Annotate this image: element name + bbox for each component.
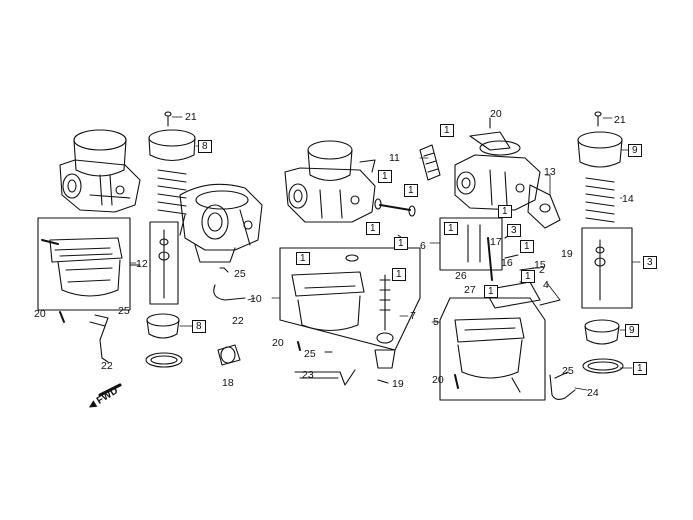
boxed-callout-9-top: 9	[628, 144, 642, 157]
callout-25-right: 25	[562, 365, 574, 377]
callout-2: 2	[539, 264, 545, 276]
callout-25-center: 25	[304, 348, 316, 360]
boxed-callout-1-center-f: 1	[392, 268, 406, 281]
callout-13: 13	[544, 166, 556, 178]
right-vacuum-piston	[577, 111, 633, 374]
callout-22-left-a: 22	[232, 315, 244, 327]
left-vacuum-piston	[145, 111, 196, 368]
callout-26: 26	[455, 270, 467, 282]
center-float-bowl	[279, 247, 421, 369]
boxed-callout-1-center-e: 1	[296, 252, 310, 265]
boxed-callout-3-center: 3	[507, 224, 521, 237]
callout-17: 17	[490, 236, 502, 248]
callout-5: 5	[433, 316, 439, 328]
callout-21-left: 21	[185, 111, 197, 123]
callout-18: 18	[222, 377, 234, 389]
boxed-callout-1-right-d: 1	[484, 285, 498, 298]
callout-21-right: 21	[614, 114, 626, 126]
left-carburetor-body	[59, 129, 263, 263]
center-carburetor-body	[284, 140, 376, 223]
callout-19-center: 19	[392, 378, 404, 390]
callout-19-right: 19	[561, 248, 573, 260]
center-small-parts	[294, 341, 389, 386]
boxed-callout-1-center-a: 1	[378, 170, 392, 183]
callout-22-left-b: 22	[101, 360, 113, 372]
right-float-bowl	[439, 281, 561, 401]
left-float-bowl	[37, 217, 141, 311]
callout-23: 23	[302, 369, 314, 381]
callout-27: 27	[464, 284, 476, 296]
right-carburetor-body	[454, 117, 561, 229]
callout-25-left-a: 25	[234, 268, 246, 280]
callout-14: 14	[622, 193, 634, 205]
callout-20-center: 20	[272, 337, 284, 349]
boxed-callout-1-center-c: 1	[366, 222, 380, 235]
callout-24: 24	[587, 387, 599, 399]
boxed-callout-1-right-c: 1	[520, 240, 534, 253]
boxed-callout-1-right-a: 1	[498, 205, 512, 218]
callout-10: 10	[250, 293, 262, 305]
callout-20-right: 20	[432, 374, 444, 386]
boxed-callout-9-bottom: 9	[625, 324, 639, 337]
callout-4: 4	[543, 279, 549, 291]
callout-12: 12	[136, 258, 148, 270]
callout-20-top: 20	[490, 108, 502, 120]
boxed-callout-8-bottom: 8	[192, 320, 206, 333]
callout-20-left: 20	[34, 308, 46, 320]
callout-15: 15	[534, 259, 546, 271]
callout-25-left-b: 25	[118, 305, 130, 317]
leader-lines	[129, 116, 641, 391]
callout-6: 6	[420, 240, 426, 252]
callout-7: 7	[410, 310, 416, 322]
boxed-callout-1-bottom: 1	[633, 362, 647, 375]
boxed-callout-8-top: 8	[198, 140, 212, 153]
boxed-callout-1-top: 1	[440, 124, 454, 137]
boxed-callout-1-center-b: 1	[404, 184, 418, 197]
left-small-parts	[59, 267, 246, 397]
callout-11: 11	[389, 152, 400, 164]
boxed-callout-3-right: 3	[643, 256, 657, 269]
boxed-callout-1-right-b: 1	[444, 222, 458, 235]
boxed-callout-1-center-d: 1	[394, 237, 408, 250]
callout-16: 16	[501, 257, 513, 269]
boxed-callout-1-right-e: 1	[521, 270, 535, 283]
